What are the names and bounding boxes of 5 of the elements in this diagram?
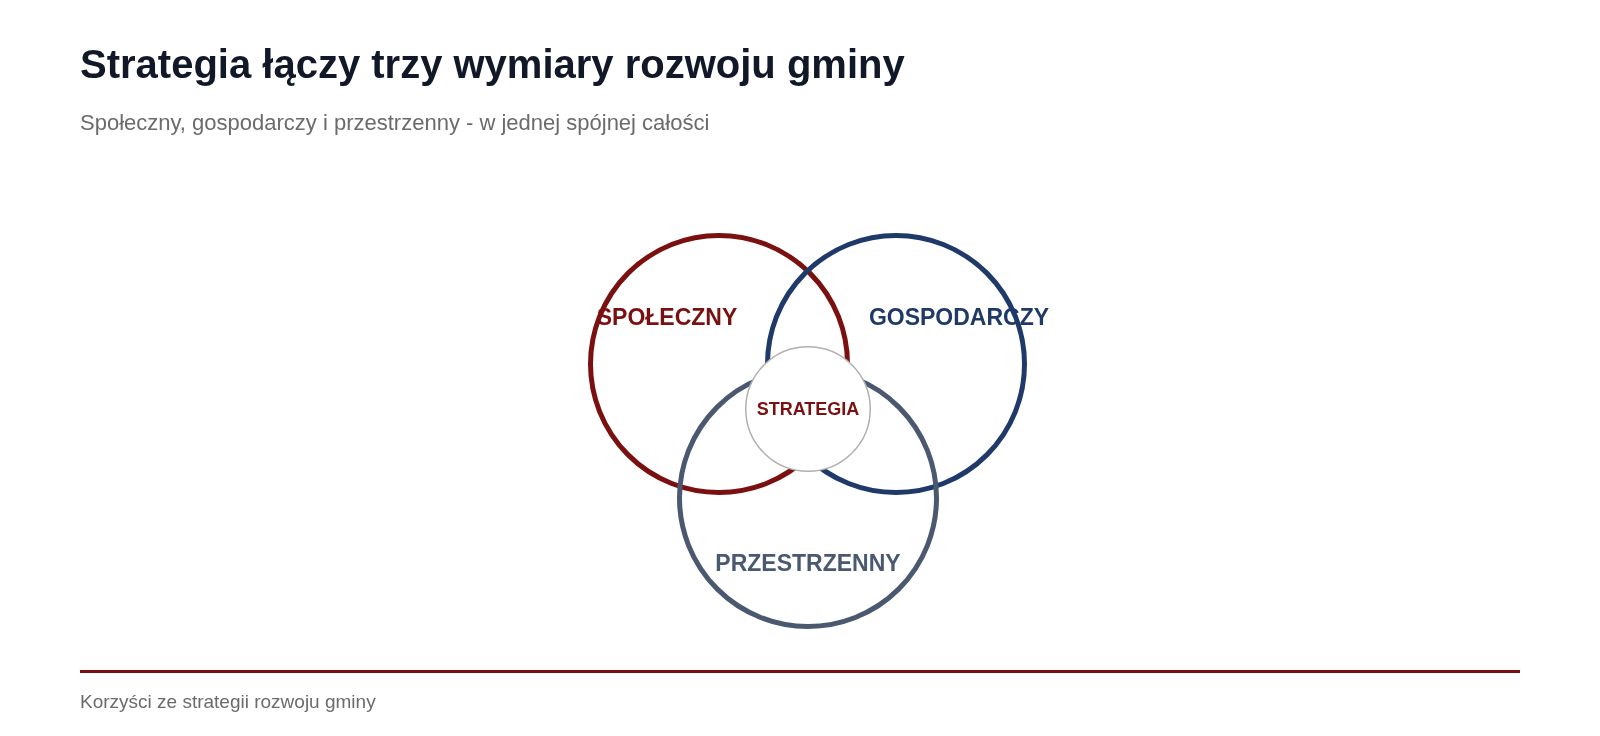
circle-label: STRATEGIA [756, 398, 860, 420]
footer-note: Korzyści ze strategii rozwoju gminy [80, 691, 376, 713]
circle-label: PRZESTRZENNY [715, 549, 901, 577]
heading: Strategia łączy trzy wymiary rozwoju gminy [80, 42, 905, 87]
subtitle: Społeczny, gospodarczy i przestrzenny - w jednej spójnej całości [80, 110, 710, 136]
